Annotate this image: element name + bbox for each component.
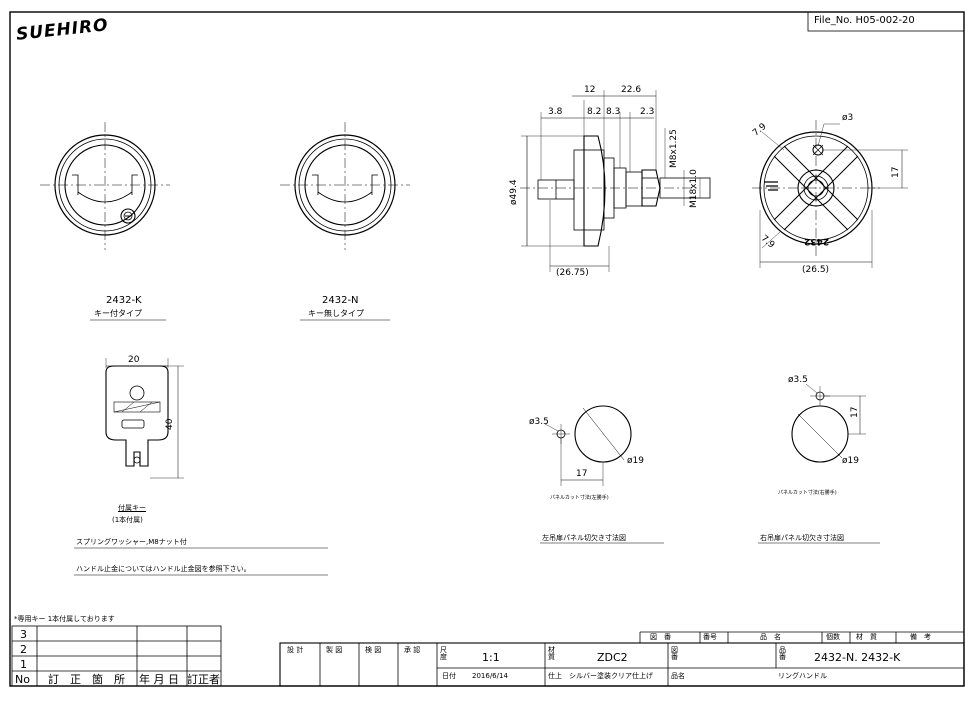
n-type-model: 2432-N (322, 295, 359, 306)
dim-m8x125: M8x1.25 (669, 129, 679, 168)
key-count: (1本付属) (112, 516, 143, 524)
note-key: *専用キー 1本付属しております (14, 615, 115, 623)
dim-m18x1: M18x1.0 (689, 169, 699, 208)
tb-header-number: 番号 (703, 633, 717, 641)
note-accessories: スプリングワッシャー,M8ナット付 (76, 538, 187, 546)
file-number: File_No. H05-002-20 (814, 15, 915, 26)
back-view (752, 120, 908, 268)
dim-26-75: (26.75) (556, 268, 589, 278)
dim-phi-3: ø3 (842, 113, 854, 123)
note-handle-stop: ハンドル止金についてはハンドル止金図を参照下さい。 (76, 565, 251, 573)
n-type-front-view (280, 122, 410, 250)
n-type-desc: キー無しタイプ (308, 309, 364, 318)
tb-date-value: 2016/6/14 (472, 672, 508, 680)
tb-finish-value: シルバー塗装クリア仕上げ (569, 672, 653, 680)
dim-26-5: (26.5) (802, 265, 830, 275)
dim-17-back: 17 (891, 166, 901, 178)
right-cutout-phi3-5: ø3.5 (788, 375, 808, 385)
right-cutout-phi19: ø19 (842, 456, 859, 466)
tb-name-value: リングハンドル (778, 672, 827, 680)
left-cutout-phi19: ø19 (627, 456, 644, 466)
tb-header-remarks: 備 考 (910, 633, 931, 641)
side-section-view (520, 90, 711, 272)
revision-table-grid (11, 625, 222, 687)
tb-role-design: 設 計 (287, 646, 304, 654)
key-height-dim: 40 (165, 418, 175, 430)
tb-header-material: 材 質 (856, 633, 877, 641)
revision-row-2: 2 (20, 643, 27, 656)
revision-row-3: 3 (20, 628, 27, 641)
file-no-box (807, 11, 965, 32)
left-cutout-small-note: パネルカット寸法(左勝手) (550, 495, 609, 501)
dim-12: 12 (584, 85, 596, 95)
left-cutout-drawing (544, 405, 632, 486)
revision-header-no: No (15, 673, 30, 686)
revision-header-date: 年 月 日 (139, 673, 179, 686)
title-block-grid (279, 631, 965, 687)
k-type-front-view (40, 122, 170, 250)
key-label: 付属キー (118, 504, 146, 512)
right-cutout-17: 17 (850, 406, 860, 418)
tb-finish-label: 仕上 (548, 672, 562, 680)
dim-8-3: 8.3 (606, 107, 621, 117)
tb-role-approve: 承 認 (404, 646, 421, 654)
dim-22-6: 22.6 (621, 85, 642, 95)
tb-header-drawing-no: 図 番 (650, 633, 671, 641)
right-cutout-small-note: パネルカット寸法(右勝手) (778, 490, 837, 496)
k-type-model: 2432-K (106, 295, 142, 306)
left-cutout-17: 17 (576, 469, 588, 479)
tb-header-name: 品 名 (760, 633, 781, 641)
dim-phi-49-4: ø49.4 (509, 179, 519, 205)
left-cutout-phi3-5: ø3.5 (529, 417, 549, 427)
back-stamp-2432: 2432 (804, 236, 830, 246)
tb-role-drafting: 製 図 (326, 646, 343, 654)
right-cutout-drawing (791, 383, 866, 463)
tb-part-no-value: 2432-N. 2432-K (814, 651, 901, 664)
revision-row-1: 1 (20, 658, 27, 671)
dim-8-2: 8.2 (587, 107, 602, 117)
tb-drawing-no-label: 図番 (671, 646, 678, 661)
dim-2-3: 2.3 (640, 107, 655, 117)
tb-date-label: 日付 (442, 672, 456, 680)
sheet-border (9, 11, 965, 687)
revision-header-editor: 訂正者 (187, 673, 220, 686)
left-cutout-title: 左吊扉パネル切欠き寸法図 (542, 534, 626, 542)
tb-scale-label: 尺度 (440, 646, 447, 661)
tb-part-no-label: 品番 (779, 646, 786, 661)
tb-material-label: 材質 (548, 646, 555, 661)
key-drawing (105, 358, 184, 479)
key-width-dim: 20 (128, 355, 140, 365)
revision-header-location: 訂 正 箇 所 (48, 673, 125, 686)
dim-3-8: 3.8 (548, 107, 563, 117)
right-cutout-title: 右吊扉パネル切欠き寸法図 (760, 534, 844, 542)
tb-scale-value: 1:1 (482, 651, 500, 664)
tb-material-value: ZDC2 (597, 651, 628, 664)
tb-header-qty: 個数 (826, 633, 840, 641)
tb-name-label: 品名 (671, 672, 685, 680)
tb-role-check: 検 図 (365, 646, 382, 654)
k-type-desc: キー付タイプ (94, 309, 142, 318)
